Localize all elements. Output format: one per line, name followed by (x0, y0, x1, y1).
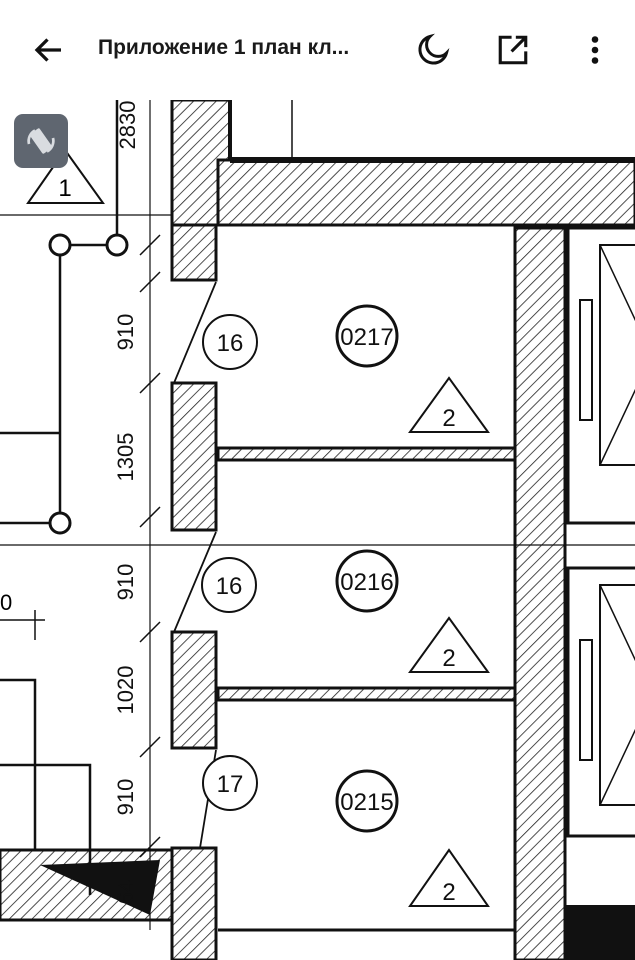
rotate-screen-button[interactable] (14, 114, 68, 168)
room-marker: 2 (442, 645, 455, 672)
night-mode-button[interactable] (408, 25, 458, 75)
room-marker: 2 (442, 879, 455, 906)
moon-icon (418, 33, 450, 65)
arrow-left-icon (34, 38, 61, 62)
walls (0, 100, 635, 960)
top-app-bar: Приложение 1 план кл... (0, 0, 635, 100)
more-vert-icon (591, 36, 599, 64)
open-external-button[interactable] (488, 25, 538, 75)
dimension-label: 64 (113, 880, 138, 904)
dimension-label: 910 (113, 314, 138, 351)
room-number: 0216 (340, 569, 393, 596)
dimension-label: 2830 (115, 101, 140, 150)
door-tag: 16 (217, 330, 244, 357)
dimension-label: 1305 (113, 433, 138, 482)
document-title: Приложение 1 план кл... (98, 36, 350, 59)
door-tag: 16 (216, 573, 243, 600)
dimension-label: 910 (113, 779, 138, 816)
room-marker: 2 (442, 405, 455, 432)
left-dimension-partial: 0 (0, 590, 12, 615)
door-tag: 17 (217, 771, 244, 798)
dimension-label: 910 (113, 564, 138, 601)
back-button[interactable] (24, 25, 74, 75)
floor-plan-drawing[interactable]: 0 1 2830 910 1305 910 1020 910 64 16 16 … (0, 100, 635, 960)
dimension-label: 1020 (113, 666, 138, 715)
axis-marker-label: 1 (58, 175, 71, 202)
screen-rotation-icon (27, 128, 55, 154)
room-number: 0215 (340, 789, 393, 816)
elevator-shafts (566, 226, 635, 838)
room-number: 0217 (340, 324, 393, 351)
open-external-icon (498, 35, 528, 65)
more-options-button[interactable] (570, 25, 620, 75)
